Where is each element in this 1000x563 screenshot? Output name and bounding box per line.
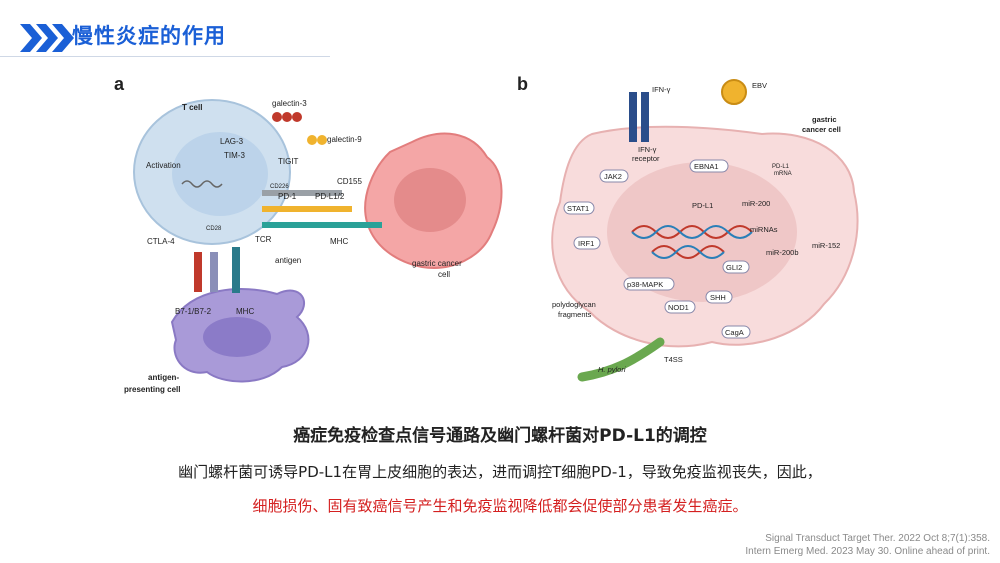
- label-mhc2: MHC: [236, 307, 254, 316]
- label-poly1: polydoglycan: [552, 300, 596, 309]
- label-mir152: miR-152: [812, 241, 840, 250]
- label-tcr: TCR: [255, 235, 272, 244]
- panel-b-letter: b: [517, 74, 528, 94]
- label-cd28: CD28: [206, 226, 222, 232]
- label-irf1: IRF1: [578, 239, 594, 248]
- label-poly2: fragments: [558, 310, 592, 319]
- label-pdl12: PD-L1/2: [315, 192, 345, 201]
- label-tigit: TIGIT: [278, 157, 299, 166]
- chevron-icon: [20, 24, 74, 52]
- label-apc1: antigen-: [148, 373, 179, 382]
- panel-a-letter: a: [114, 74, 125, 94]
- label-ebna1: EBNA1: [694, 162, 719, 171]
- label-mir200: miR-200: [742, 199, 770, 208]
- reference-2: Intern Emerg Med. 2023 May 30. Online ah…: [745, 546, 990, 557]
- body-line-2-highlight: 细胞损伤、固有致癌信号产生和免疫监视降低都会促使部分患者发生癌症。: [252, 497, 748, 515]
- label-caga: CagA: [725, 328, 744, 337]
- label-nod1: NOD1: [668, 303, 689, 312]
- label-ifngr2: receptor: [632, 154, 660, 163]
- label-mirnas: miRNAs: [750, 225, 778, 234]
- label-pdl1-mrna1: PD-L1: [772, 164, 790, 170]
- label-b7: B7-1/B7-2: [175, 307, 212, 316]
- label-gc-b2: cancer cell: [802, 125, 841, 134]
- label-lag3: LAG-3: [220, 137, 244, 146]
- label-apc2: presenting cell: [124, 385, 180, 394]
- label-gli2: GLI2: [726, 263, 742, 272]
- cancer-cell-nucleus: [394, 168, 466, 232]
- header-divider: [0, 56, 330, 57]
- label-antigen: antigen: [275, 256, 301, 265]
- label-gc2: cell: [438, 270, 450, 279]
- label-tim3: TIM-3: [224, 151, 245, 160]
- label-galectin3: galectin-3: [272, 99, 307, 108]
- label-t-cell: T cell: [182, 103, 202, 112]
- apc-nucleus: [203, 317, 271, 357]
- label-pd1: PD-1: [278, 192, 297, 201]
- label-mir200b: miR-200b: [766, 248, 799, 257]
- label-pdl1-mrna2: mRNA: [774, 171, 792, 177]
- label-cd226: CD226: [270, 184, 289, 190]
- label-ifngr1: IFN-γ: [638, 145, 657, 154]
- label-shh: SHH: [710, 293, 726, 302]
- pathway-illustration: a T cell galectin-3 galectin-9 LAG-3 TIM…: [114, 74, 859, 394]
- reference-1: Signal Transduct Target Ther. 2022 Oct 8…: [765, 533, 990, 544]
- label-p38: p38-MAPK: [627, 280, 663, 289]
- label-t4ss: T4SS: [664, 355, 683, 364]
- label-jak2: JAK2: [604, 172, 622, 181]
- label-hpylori: H. pylori: [598, 365, 626, 374]
- pathway-figure: a T cell galectin-3 galectin-9 LAG-3 TIM…: [112, 72, 904, 410]
- label-gc-b1: gastric: [812, 115, 837, 124]
- label-pdl1: PD-L1: [692, 201, 713, 210]
- t-cell-nucleus: [172, 132, 268, 216]
- figure-caption: 癌症免疫检查点信号通路及幽门螺杆菌对PD-L1的调控: [293, 426, 707, 446]
- label-mhc: MHC: [330, 237, 348, 246]
- ebv-icon: [721, 79, 747, 105]
- body-line-1: 幽门螺杆菌可诱导PD-L1在胃上皮细胞的表达，进而调控T细胞PD-1，导致免疫监…: [178, 463, 822, 481]
- label-activation: Activation: [146, 161, 181, 170]
- references: Signal Transduct Target Ther. 2022 Oct 8…: [745, 532, 990, 558]
- h-pylori-icon: [577, 337, 665, 382]
- label-ctla4: CTLA-4: [147, 237, 175, 246]
- label-stat1: STAT1: [567, 204, 589, 213]
- page-title: 慢性炎症的作用: [72, 24, 226, 48]
- label-gc1: gastric cancer: [412, 259, 462, 268]
- label-cd155: CD155: [337, 177, 362, 186]
- label-ifng: IFN-γ: [652, 85, 671, 94]
- slide-header: 慢性炎症的作用: [0, 0, 1000, 60]
- label-ebv: EBV: [752, 81, 767, 90]
- label-galectin9: galectin-9: [327, 135, 362, 144]
